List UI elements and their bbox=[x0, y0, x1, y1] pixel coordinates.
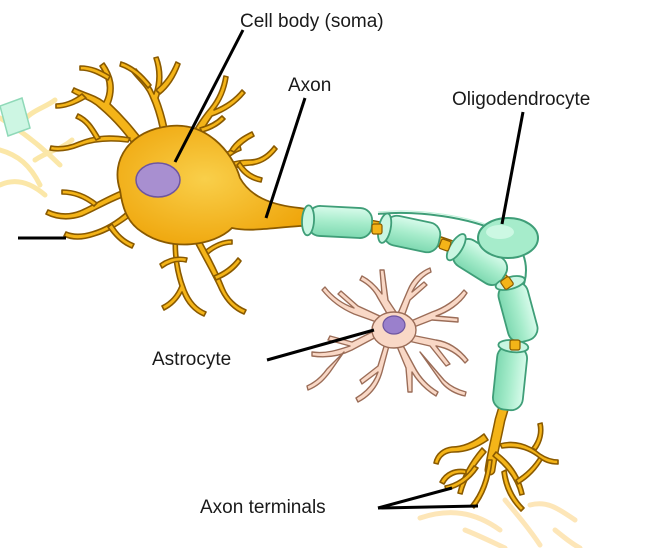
astrocyte-nucleus bbox=[383, 316, 405, 334]
astrocyte bbox=[307, 268, 468, 402]
oligodendrocyte-highlight bbox=[486, 225, 514, 239]
label-astrocyte: Astrocyte bbox=[152, 350, 231, 369]
leader-line-oligodendrocyte bbox=[502, 112, 523, 224]
nucleus bbox=[136, 163, 180, 197]
myelin-sheath-2 bbox=[376, 212, 443, 254]
leader-line-terminals-2 bbox=[378, 506, 478, 508]
leader-line-axon bbox=[266, 98, 305, 218]
myelin-sheath-1 bbox=[301, 205, 372, 239]
leader-line-terminals-1 bbox=[378, 488, 452, 508]
label-oligodendrocyte: Oligodendrocyte bbox=[452, 90, 590, 109]
oligodendrocyte-body bbox=[478, 218, 538, 258]
label-axon-terminals: Axon terminals bbox=[200, 498, 326, 517]
label-cell-body: Cell body (soma) bbox=[240, 12, 384, 31]
faded-myelin-left bbox=[0, 98, 30, 136]
label-axon: Axon bbox=[288, 76, 331, 95]
